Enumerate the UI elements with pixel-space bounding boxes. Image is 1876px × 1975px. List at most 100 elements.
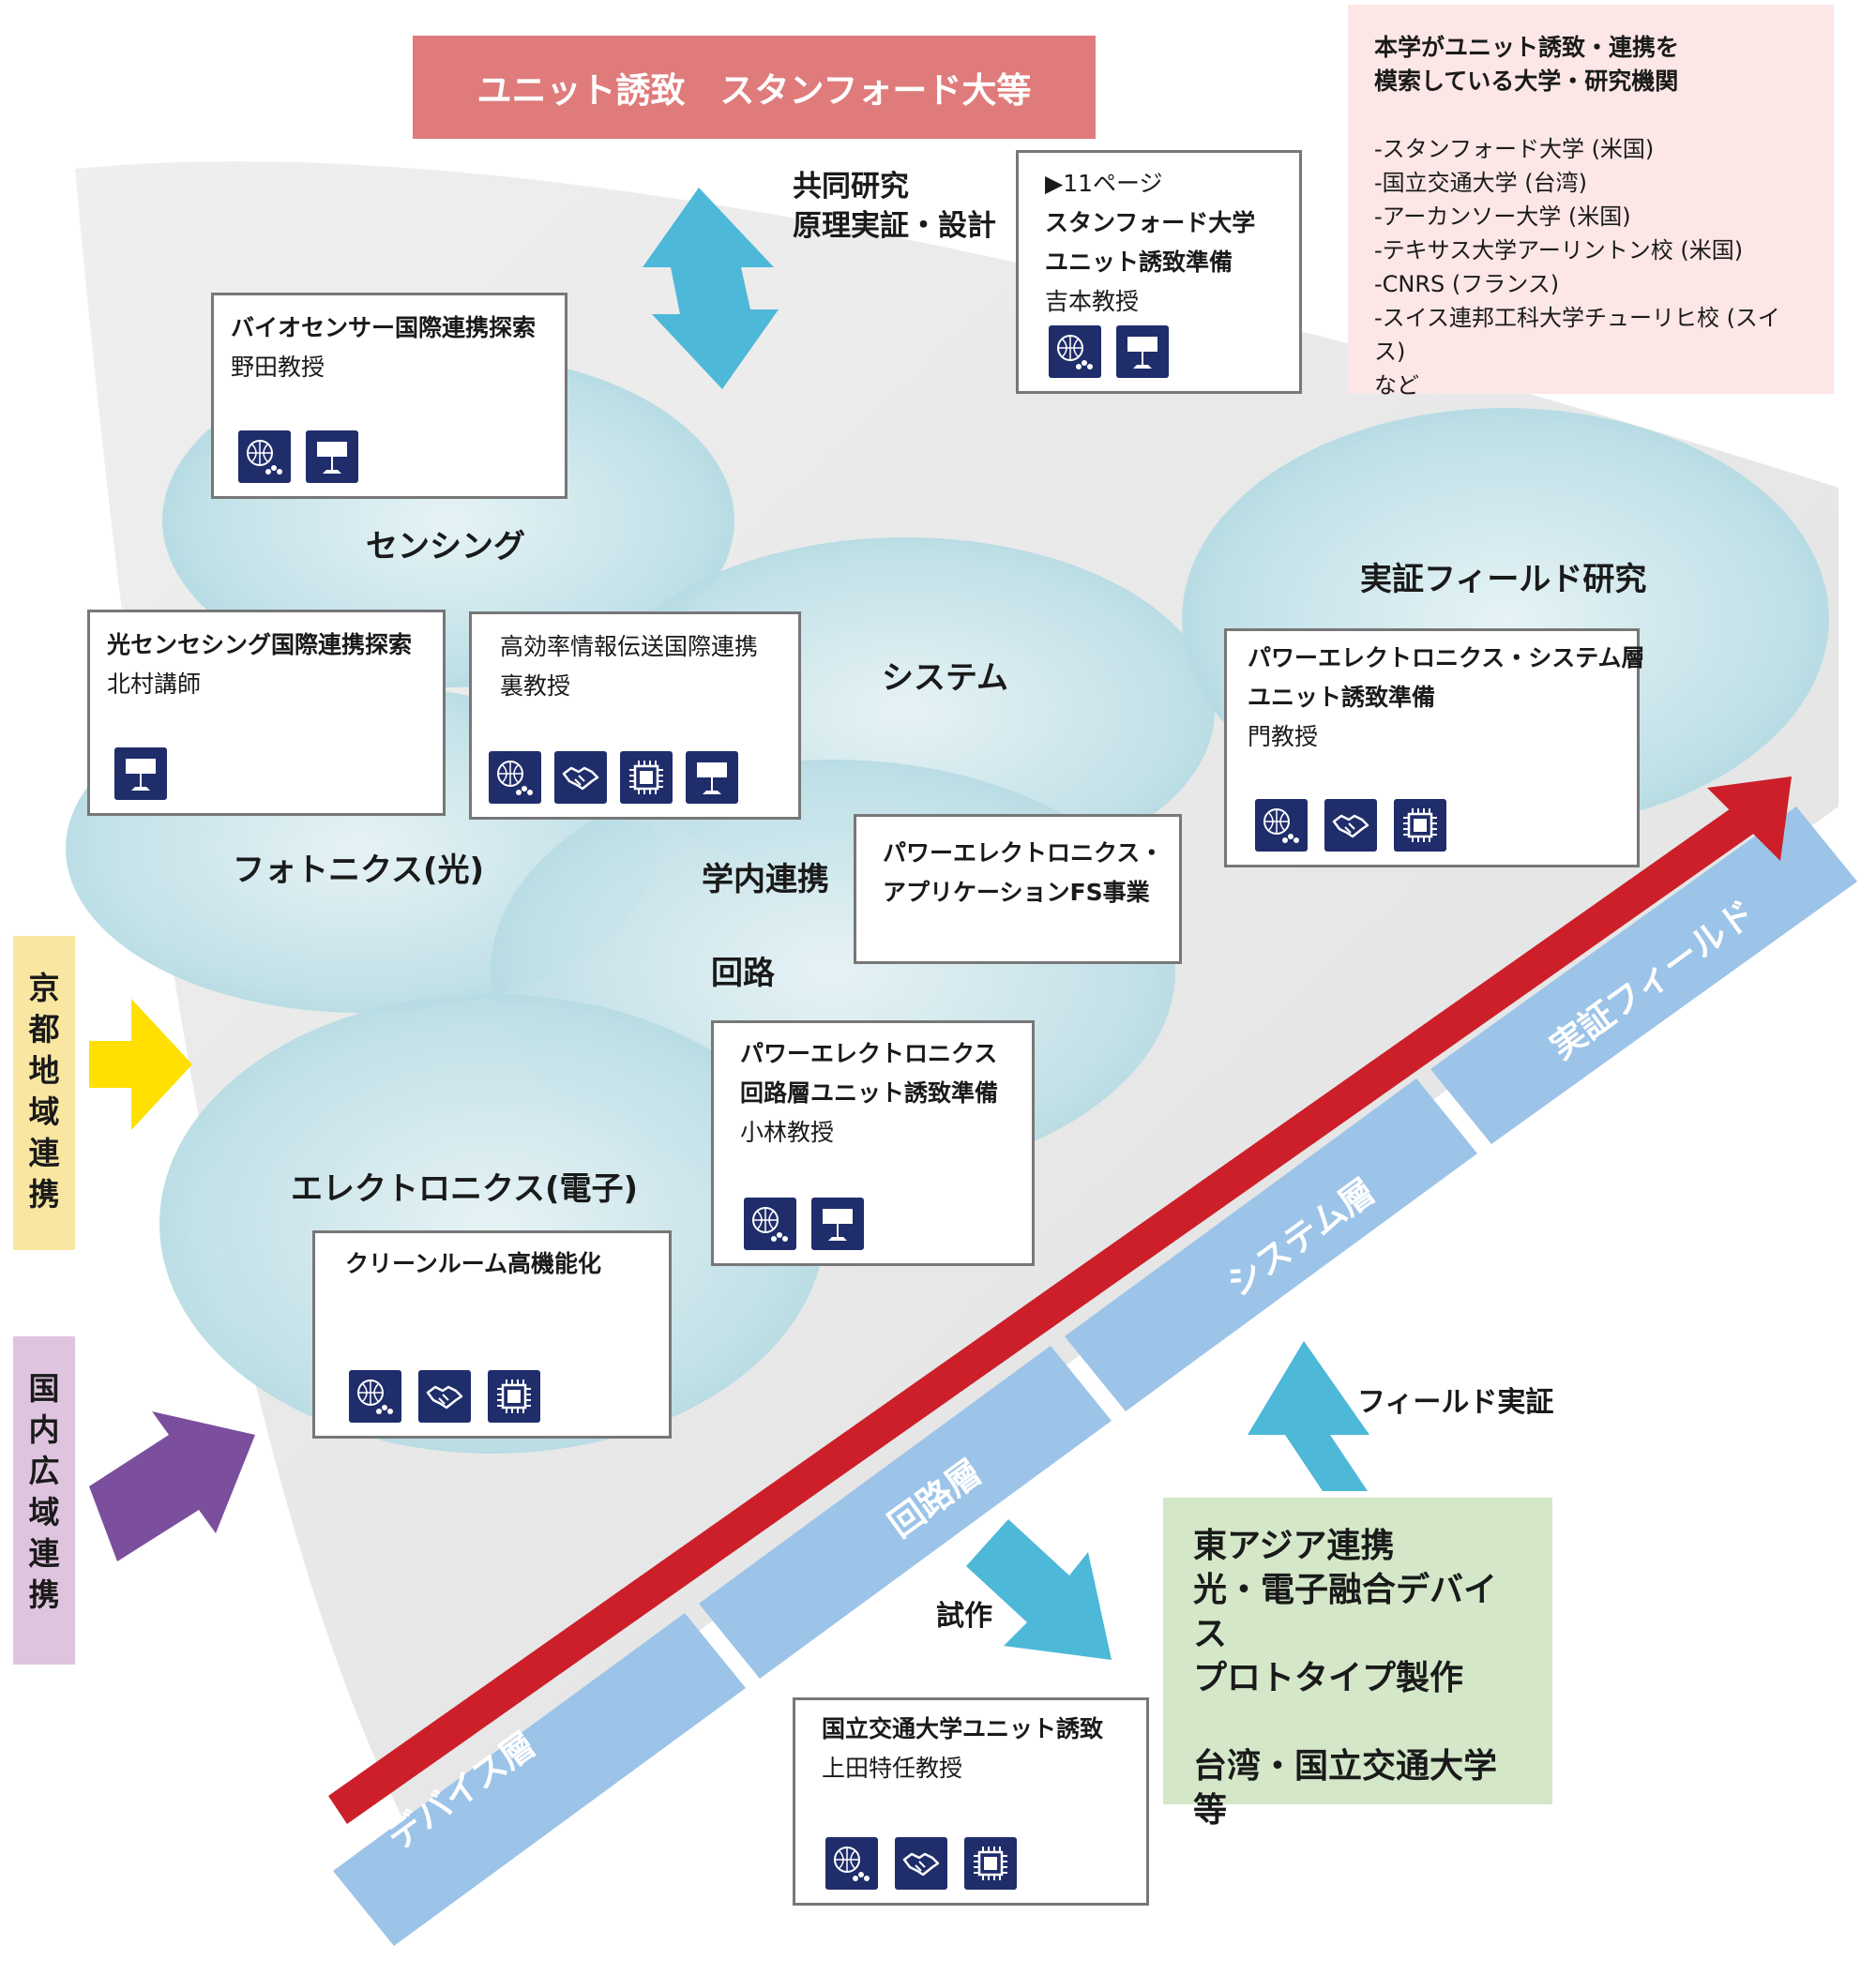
stanford-box: ▶11ページ スタンフォード大学 ユニット誘致準備 吉本教授 — [1016, 150, 1302, 394]
biosensor-box: バイオセンサー国際連携探索 野田教授 — [211, 293, 567, 499]
kyoto-char: 連 — [28, 1135, 60, 1171]
power-application-box: パワーエレクトロニクス・ アプリケーションFS事業 — [854, 814, 1182, 964]
biosensor-professor: 野田教授 — [231, 354, 325, 381]
handshake-icon — [554, 751, 607, 804]
global-network-icon — [825, 1837, 878, 1890]
east-asia-box: 東アジア連携 光・電子融合デバイス プロトタイプ製作 台湾・国立交通大学等 — [1163, 1498, 1552, 1830]
info-item: -国立交通大学 (台湾) — [1374, 170, 1588, 196]
top-arrow-label-line2: 原理実証・設計 — [793, 209, 996, 243]
area-system-label: システム — [882, 659, 1008, 697]
prototype-label: 試作 — [936, 1600, 992, 1633]
top-banner-text: ユニット誘致 スタンフォード大等 — [477, 70, 1032, 111]
lamp-icon — [114, 747, 167, 800]
info-item: -テキサス大学アーリントン校 (米国) — [1374, 237, 1744, 264]
east-asia-line: 光・電子融合デバイス — [1193, 1571, 1498, 1653]
area-photonics-label: フォトニクス(光) — [233, 852, 485, 889]
domestic-char: 内 — [28, 1411, 60, 1448]
east-asia-line: 東アジア連携 — [1193, 1527, 1395, 1565]
info-item: -スイス連邦工科大学チューリヒ校 (スイス) — [1374, 305, 1780, 365]
nctu-professor: 上田特任教授 — [822, 1755, 963, 1782]
lamp-icon — [1116, 325, 1169, 378]
page-ref: ▶11ページ — [1045, 170, 1163, 197]
kyoto-char: 都 — [28, 1011, 60, 1048]
global-network-icon — [349, 1370, 401, 1423]
global-network-icon — [489, 751, 541, 804]
info-item: -アーカンソー大学 (米国) — [1374, 204, 1631, 230]
domestic-char: 連 — [28, 1535, 60, 1572]
kyoto-char: 携 — [28, 1176, 60, 1213]
red-progress-arrow — [328, 776, 1792, 1824]
top-double-arrow — [643, 188, 779, 389]
domestic-char: 広 — [28, 1453, 60, 1489]
stanford-title: スタンフォード大学 — [1045, 209, 1256, 236]
east-asia-spacer — [1193, 1700, 1522, 1744]
global-network-icon — [1049, 325, 1101, 378]
power-circuit-line1: パワーエレクトロニクス — [740, 1040, 998, 1067]
east-asia-line: プロトタイプ製作 — [1193, 1659, 1464, 1697]
field-verification-arrow — [1248, 1341, 1369, 1491]
kyoto-arrow — [89, 999, 192, 1130]
power-application-line1: パワーエレクトロニクス・ — [883, 839, 1164, 867]
lamp-icon — [686, 751, 738, 804]
optical-sensing-title: 光センセシング国際連携探索 — [107, 631, 413, 658]
domestic-arrow — [89, 1411, 255, 1561]
chip-icon — [1394, 799, 1446, 852]
kyoto-char: 域 — [28, 1093, 60, 1130]
global-network-icon — [1255, 799, 1308, 852]
handshake-icon — [1324, 799, 1377, 852]
layer-band — [333, 807, 1857, 1946]
global-network-icon — [238, 430, 291, 483]
info-title-line2: 模索している大学・研究機関 — [1374, 68, 1679, 95]
area-electronics-label: エレクトロニクス(電子) — [291, 1170, 639, 1208]
global-network-icon — [744, 1198, 796, 1250]
handshake-icon — [418, 1370, 471, 1423]
efficient-transmission-box: 高効率情報伝送国際連携 裏教授 — [469, 611, 801, 820]
power-system-title: パワーエレクトロニクス・システム層 — [1248, 644, 1645, 671]
optical-sensing-box: 光センセシング国際連携探索 北村講師 — [87, 610, 446, 816]
domestic-char: 国 — [28, 1370, 60, 1407]
prototype-arrow — [966, 1519, 1112, 1660]
east-asia-line: 台湾・国立交通大学等 — [1193, 1747, 1498, 1830]
handshake-icon — [895, 1837, 947, 1890]
nctu-title: 国立交通大学ユニット誘致 — [822, 1715, 1104, 1742]
area-campus-label: 学内連携 — [702, 861, 829, 898]
chip-icon — [488, 1370, 540, 1423]
domestic-char: 域 — [28, 1494, 60, 1530]
field-verification-label: フィールド実証 — [1357, 1386, 1554, 1419]
info-title-line1: 本学がユニット誘致・連携を — [1374, 34, 1680, 61]
info-item: -スタンフォード大学 (米国) — [1374, 136, 1655, 162]
info-box: 本学がユニット誘致・連携を 模索している大学・研究機関 -スタンフォード大学 (… — [1348, 5, 1834, 399]
optical-sensing-professor: 北村講師 — [107, 671, 202, 698]
power-circuit-box: パワーエレクトロニクス 回路層ユニット誘致準備 小林教授 — [711, 1020, 1035, 1266]
chip-icon — [620, 751, 673, 804]
info-item: など — [1374, 372, 1419, 399]
domestic-wide-label: 国 内 広 域 連 携 — [13, 1336, 75, 1665]
kyoto-char: 京 — [28, 970, 60, 1006]
area-sensing-label: センシング — [366, 528, 525, 565]
kyoto-char: 地 — [28, 1052, 60, 1089]
info-item: -CNRS (フランス) — [1374, 271, 1560, 297]
power-application-line2: アプリケーションFS事業 — [883, 879, 1150, 906]
power-circuit-line2: 回路層ユニット誘致準備 — [740, 1079, 999, 1107]
area-circuit-label: 回路 — [711, 955, 775, 992]
biosensor-title: バイオセンサー国際連携探索 — [231, 314, 537, 341]
stanford-subtitle: ユニット誘致準備 — [1045, 249, 1233, 276]
efficient-transmission-title: 高効率情報伝送国際連携 — [500, 633, 759, 660]
top-arrow-label-line1: 共同研究 — [793, 170, 909, 204]
top-arrow-label: 共同研究 原理実証・設計 — [793, 167, 996, 246]
power-system-professor: 門教授 — [1248, 723, 1319, 750]
area-field-label: 実証フィールド研究 — [1360, 561, 1647, 598]
top-banner: ユニット誘致 スタンフォード大等 — [413, 36, 1096, 139]
lamp-icon — [306, 430, 358, 483]
lamp-icon — [811, 1198, 864, 1250]
kyoto-regional-label: 京 都 地 域 連 携 — [13, 936, 75, 1250]
domestic-char: 携 — [28, 1576, 60, 1613]
power-system-subtitle: ユニット誘致準備 — [1248, 684, 1436, 711]
stanford-professor: 吉本教授 — [1045, 288, 1140, 315]
power-system-box: パワーエレクトロニクス・システム層 ユニット誘致準備 門教授 — [1224, 628, 1645, 867]
cleanroom-box: クリーンルーム高機能化 — [312, 1230, 672, 1439]
nctu-box: 国立交通大学ユニット誘致 上田特任教授 — [793, 1697, 1149, 1906]
power-circuit-professor: 小林教授 — [740, 1119, 835, 1146]
chip-icon — [964, 1837, 1017, 1890]
efficient-transmission-professor: 裏教授 — [500, 672, 571, 700]
